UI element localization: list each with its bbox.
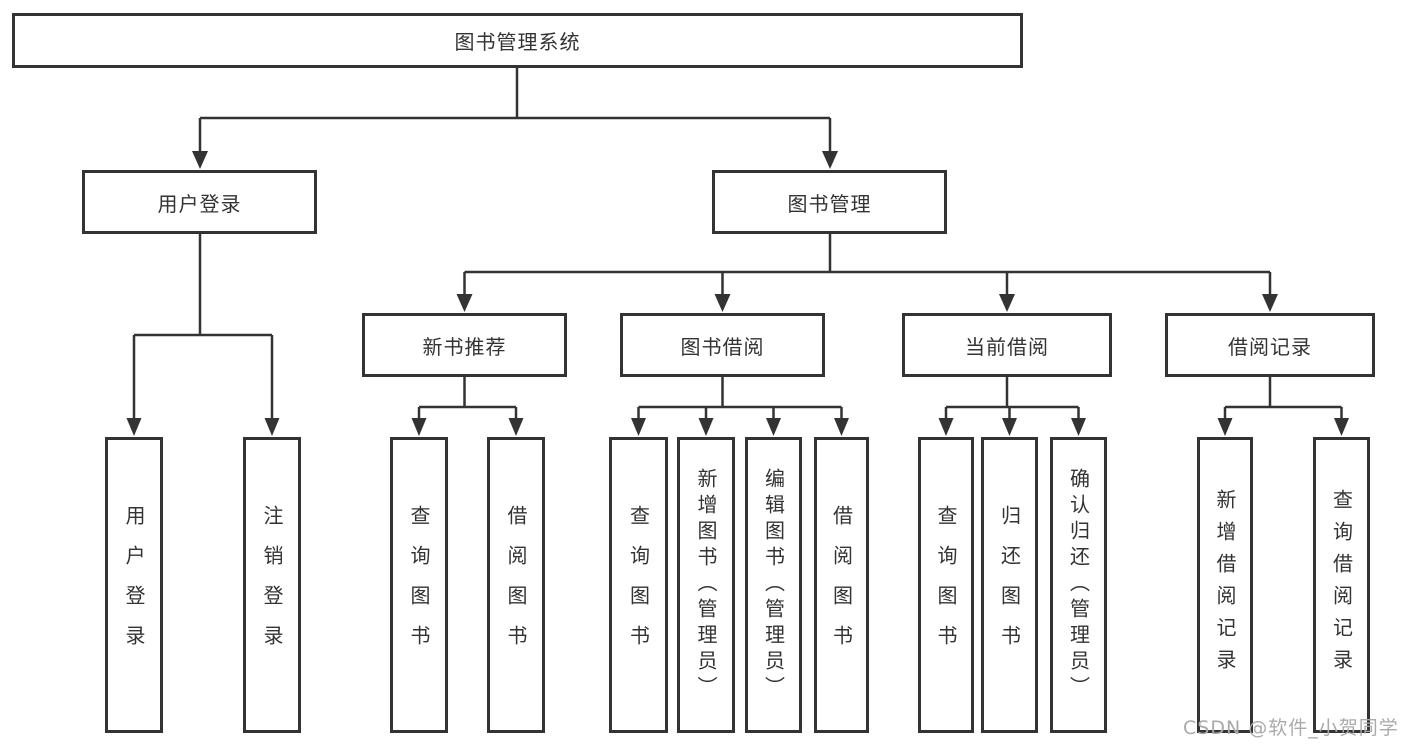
node-new-book-recommend-label: 新书推荐 xyxy=(422,334,507,359)
leaf-add-borrow-record: 新增借阅记录 xyxy=(1197,437,1253,733)
arrowhead xyxy=(698,418,714,436)
node-current-borrow: 当前借阅 xyxy=(902,313,1112,377)
leaf-add-borrow-record-label: 新增借阅记录 xyxy=(1213,489,1237,681)
arrowhead xyxy=(999,294,1015,312)
leaf-query-borrow-record-label: 查询借阅记录 xyxy=(1329,489,1354,681)
leaf-borrow-books-recommend-label: 借阅图书 xyxy=(504,505,528,665)
leaf-query-books-recommend-label: 查询图书 xyxy=(407,505,431,665)
arrowhead xyxy=(631,418,646,436)
leaf-user-login-label: 用户登录 xyxy=(122,505,146,665)
leaf-borrow-books-label: 借阅图书 xyxy=(829,505,854,665)
arrowhead xyxy=(822,151,838,169)
arrowhead xyxy=(411,418,427,436)
node-book-borrow-label: 图书借阅 xyxy=(680,334,765,359)
arrowhead xyxy=(1002,418,1017,436)
leaf-query-books-recommend: 查询图书 xyxy=(390,437,448,733)
leaf-edit-book-admin-label: 编辑图书（管理员） xyxy=(761,468,786,702)
node-new-book-recommend: 新书推荐 xyxy=(362,313,567,377)
arrowhead xyxy=(714,294,731,312)
leaf-borrow-books-recommend: 借阅图书 xyxy=(487,437,545,733)
node-root: 图书管理系统 xyxy=(12,13,1023,68)
arrowhead xyxy=(264,418,280,436)
watermark: CSDN @软件_小贺同学 xyxy=(1183,717,1399,739)
leaf-return-book-label: 归还图书 xyxy=(997,505,1022,665)
leaf-confirm-return-admin-label: 确认归还（管理员） xyxy=(1066,468,1091,702)
arrowhead xyxy=(192,151,208,169)
leaf-logout: 注销登录 xyxy=(243,437,301,733)
arrowhead xyxy=(1217,418,1233,436)
leaf-logout-label: 注销登录 xyxy=(260,505,284,665)
node-book-borrow: 图书借阅 xyxy=(620,313,825,377)
leaf-add-book-admin: 新增图书（管理员） xyxy=(677,437,735,733)
leaf-query-books-current-label: 查询图书 xyxy=(934,505,958,665)
arrowhead xyxy=(1071,418,1086,436)
node-user-login: 用户登录 xyxy=(82,170,317,234)
arrowhead xyxy=(1262,294,1278,312)
leaf-borrow-books: 借阅图书 xyxy=(814,437,869,733)
node-user-login-label: 用户登录 xyxy=(157,191,242,216)
leaf-confirm-return-admin: 确认归还（管理员） xyxy=(1050,437,1107,733)
node-borrow-records: 借阅记录 xyxy=(1165,313,1375,377)
leaf-return-book: 归还图书 xyxy=(981,437,1038,733)
node-book-management: 图书管理 xyxy=(712,170,947,234)
node-borrow-records-label: 借阅记录 xyxy=(1228,334,1312,359)
arrowhead xyxy=(938,418,954,436)
arrowhead xyxy=(508,418,524,436)
arrowhead xyxy=(834,418,849,436)
leaf-query-books-borrow: 查询图书 xyxy=(609,437,668,733)
node-root-label: 图书管理系统 xyxy=(454,30,581,54)
node-book-management-label: 图书管理 xyxy=(787,191,872,216)
leaf-user-login: 用户登录 xyxy=(105,437,163,733)
node-current-borrow-label: 当前借阅 xyxy=(965,334,1049,359)
leaf-add-book-admin-label: 新增图书（管理员） xyxy=(694,468,718,702)
arrowhead xyxy=(456,294,473,312)
arrowhead xyxy=(1334,418,1349,436)
leaf-query-books-current: 查询图书 xyxy=(918,437,974,733)
leaf-query-borrow-record: 查询借阅记录 xyxy=(1313,437,1370,733)
arrowhead xyxy=(766,418,781,436)
leaf-query-books-borrow-label: 查询图书 xyxy=(626,505,651,665)
leaf-edit-book-admin: 编辑图书（管理员） xyxy=(745,437,802,733)
arrowhead xyxy=(126,418,142,436)
